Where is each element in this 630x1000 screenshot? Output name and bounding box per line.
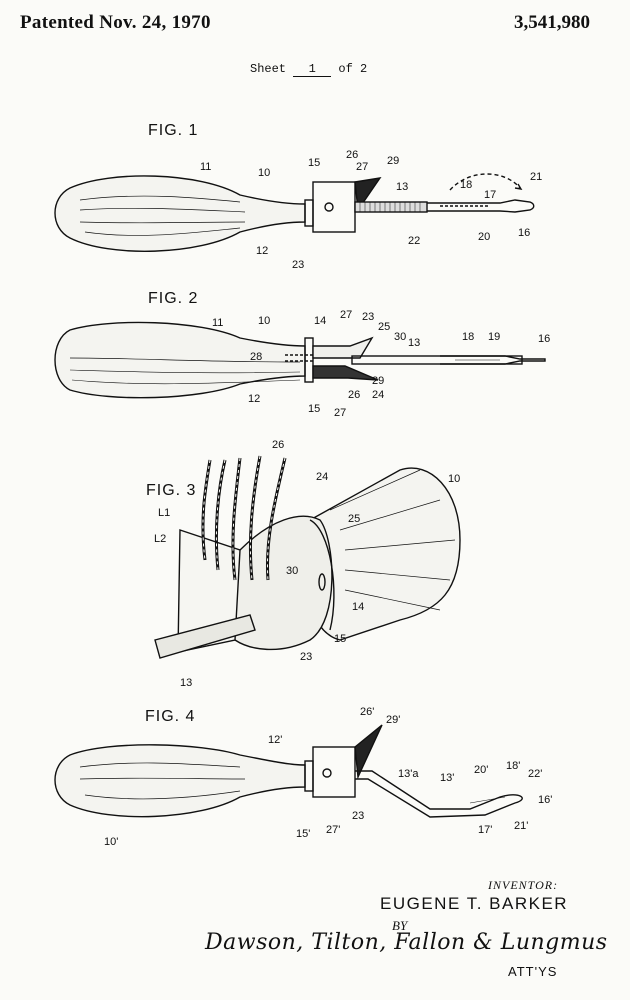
reference-numeral: L1 (158, 507, 170, 519)
reference-numeral: 27' (326, 824, 340, 836)
reference-numeral: 10 (258, 167, 270, 179)
fig4-drawing: 26' 29' 12' 13'a 13' 20' 18' 22' 16' 21' 17' 15'… (54, 706, 552, 848)
reference-numeral: 24 (372, 389, 384, 401)
reference-numeral: 26 (346, 149, 358, 161)
reference-numeral: 24 (316, 471, 328, 483)
reference-numeral: 25 (348, 513, 360, 525)
reference-numeral: 29 (387, 155, 399, 167)
attorney-signature: Dawson, Tilton, Fallon & Lungmus (205, 930, 608, 955)
reference-numeral: 23 (362, 311, 374, 323)
fig4-ref-labels: 26' 29' 12' 13'a 13' 20' 18' 22' 16' 21' 17' 15'… (104, 706, 552, 848)
reference-numeral: 15 (308, 403, 320, 415)
patent-date: Patented Nov. 24, 1970 (20, 12, 211, 33)
reference-numeral: 25 (378, 321, 390, 333)
reference-numeral: 13' (440, 772, 454, 784)
reference-numeral: 12 (248, 393, 260, 405)
reference-numeral: 15' (296, 828, 310, 840)
reference-numeral: 17 (484, 189, 496, 201)
reference-numeral: 21' (514, 820, 528, 832)
reference-numeral: 26 (348, 389, 360, 401)
reference-numeral: 29' (386, 714, 400, 726)
reference-numeral: 11 (200, 161, 211, 173)
reference-numeral: 13 (396, 181, 408, 193)
reference-numeral: 27 (334, 407, 346, 419)
sheet-prefix: Sheet (250, 62, 287, 76)
reference-numeral: 18 (460, 179, 472, 191)
reference-numeral: 14 (352, 601, 364, 613)
reference-numeral: 13 (408, 337, 420, 349)
inventor-name: EUGENE T. BARKER (380, 894, 569, 913)
reference-numeral: 20 (478, 231, 490, 243)
reference-numeral: 23 (300, 651, 312, 663)
reference-numeral: 29 (372, 375, 384, 387)
reference-numeral: 15 (308, 157, 320, 169)
reference-numeral: 26 (272, 439, 284, 451)
by-label: BY (392, 918, 408, 933)
sheet-suffix: of 2 (338, 62, 368, 76)
reference-numeral: 22' (528, 768, 542, 780)
reference-numeral: 19 (488, 331, 500, 343)
reference-numeral: 11 (212, 317, 223, 329)
fig3-label: FIG. 3 (146, 482, 197, 499)
reference-numeral: 16' (538, 794, 552, 806)
reference-numeral: 26' (360, 706, 374, 718)
inventor-label: INVENTOR: (488, 878, 559, 892)
reference-numeral: 16 (538, 333, 550, 345)
reference-numeral: 20' (474, 764, 488, 776)
reference-numeral: 14 (314, 315, 326, 327)
fig4-label: FIG. 4 (145, 708, 196, 725)
reference-numeral: L2 (154, 533, 166, 545)
reference-numeral: 23 (292, 259, 304, 271)
reference-numeral: 15 (334, 633, 346, 645)
fig2-label: FIG. 2 (148, 290, 199, 307)
reference-numeral: 21 (530, 171, 542, 183)
sheet-number: 1 (293, 62, 332, 77)
reference-numeral: 23 (352, 810, 364, 822)
reference-numeral: 10 (258, 315, 270, 327)
patent-number: 3,541,980 (514, 12, 590, 33)
reference-numeral: 18 (462, 331, 474, 343)
attorneys-label: ATT'YS (508, 964, 558, 979)
reference-numeral: 12 (256, 245, 268, 257)
reference-numeral: 30 (394, 331, 406, 343)
reference-numeral: 27 (356, 161, 368, 173)
reference-numeral: 13'a (398, 768, 419, 780)
reference-numeral: 17' (478, 824, 492, 836)
reference-numeral: 16 (518, 227, 530, 239)
sheet-indicator: Sheet 1 of 2 (250, 62, 367, 77)
reference-numeral: 18' (506, 760, 520, 772)
reference-numeral: 10 (448, 473, 460, 485)
reference-numeral: 10' (104, 836, 118, 848)
reference-numeral: 13 (180, 677, 192, 689)
fig1-label: FIG. 1 (148, 122, 199, 139)
reference-numeral: 27 (340, 309, 352, 321)
reference-numeral: 12' (268, 734, 282, 746)
reference-numeral: 28 (250, 351, 262, 363)
reference-numeral: 30 (286, 565, 298, 577)
reference-numeral: 22 (408, 235, 420, 247)
